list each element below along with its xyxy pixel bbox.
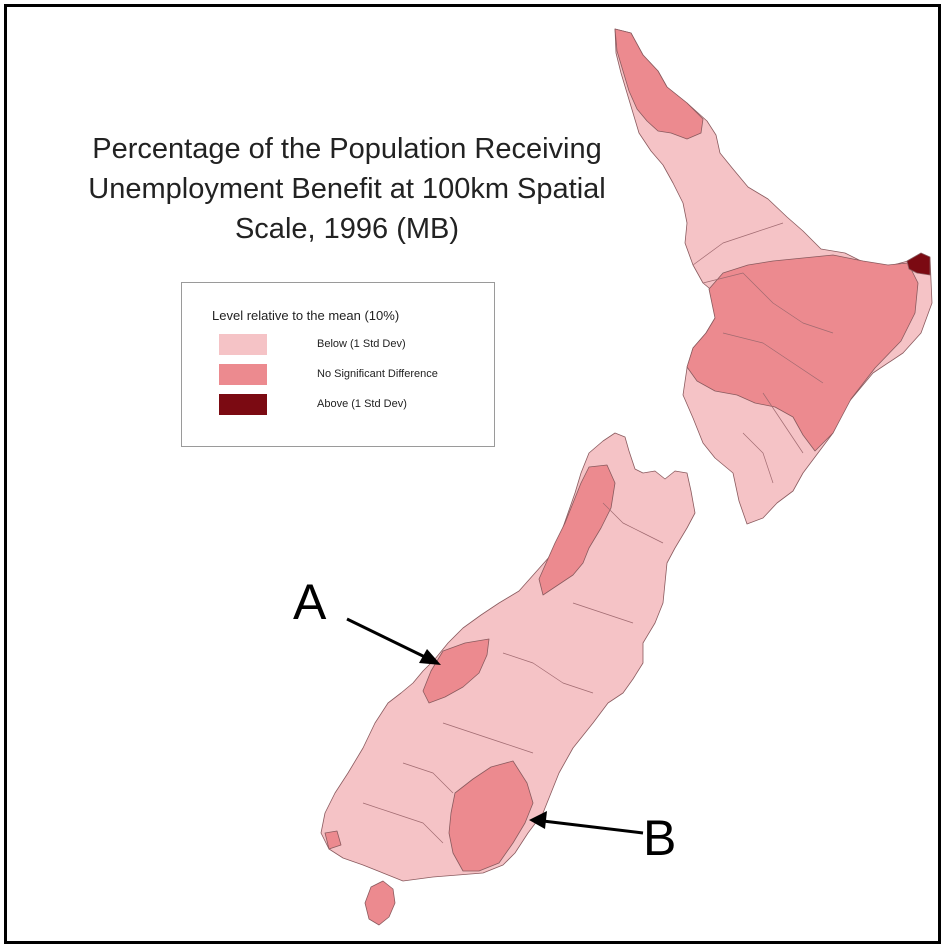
region-b-otago <box>448 760 534 872</box>
map-frame: Percentage of the Population Receiving U… <box>4 4 941 944</box>
new-zealand-map <box>320 28 933 926</box>
east-cape-region <box>906 252 931 276</box>
callout-arrows <box>346 617 644 835</box>
legend-item-below: Below (1 Std Dev) <box>219 334 489 356</box>
central-north-island-region <box>686 254 919 452</box>
title-line-3: Scale, 1996 (MB) <box>234 213 460 245</box>
legend-title: Level relative to the mean (10%) <box>212 308 400 323</box>
northland-region <box>614 28 704 140</box>
legend-item-no-significant: No Significant Difference <box>219 364 489 386</box>
legend-label-no-significant: No Significant Difference <box>317 368 438 380</box>
arrowhead-a <box>419 649 441 665</box>
fiordland-region <box>324 830 342 850</box>
legend-swatch-below <box>219 334 267 355</box>
legend-swatch-above <box>219 394 267 415</box>
south-island-base <box>320 432 696 882</box>
arrow-b <box>542 819 644 835</box>
legend-label-below: Below (1 Std Dev) <box>317 338 406 350</box>
legend-swatch-no-significant <box>219 364 267 385</box>
map-legend: Level relative to the mean (10%) Below (… <box>181 282 495 447</box>
legend-label-above: Above (1 Std Dev) <box>317 398 407 410</box>
title-line-2: Unemployment Benefit at 100km Spatial <box>88 173 606 205</box>
callout-label-a: A <box>293 574 327 630</box>
region-a-west-coast <box>422 638 490 704</box>
tasman-region <box>538 464 616 596</box>
title-line-1: Percentage of the Population Receiving <box>92 133 602 165</box>
arrow-a <box>346 617 428 660</box>
stewart-island <box>364 880 396 926</box>
callout-label-b: B <box>643 810 677 866</box>
legend-item-above: Above (1 Std Dev) <box>219 394 489 416</box>
map-title: Percentage of the Population Receiving U… <box>37 129 657 249</box>
arrowhead-b <box>529 811 547 829</box>
